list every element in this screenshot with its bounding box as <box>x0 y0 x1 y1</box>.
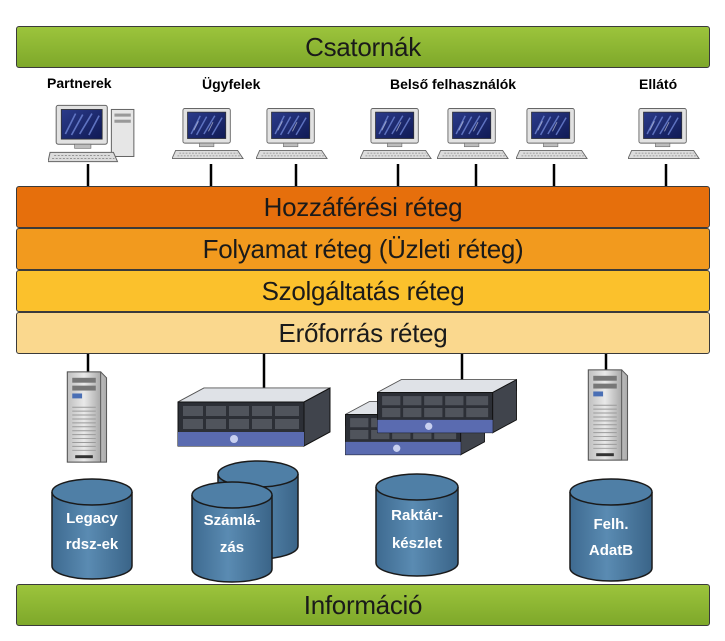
billing-database: Számlá- zás <box>190 479 274 585</box>
supplier-label: Ellátó <box>639 76 678 92</box>
channels-label: Csatornák <box>305 31 421 62</box>
database-icon <box>569 478 653 582</box>
information-label: Információ <box>303 589 423 620</box>
process-layer-label: Folyamat réteg (Üzleti réteg) <box>202 233 524 264</box>
partners-label: Partnerek <box>47 75 112 91</box>
inventory-label-1: Raktár- <box>391 507 443 524</box>
inventory-label-2: készlet <box>391 535 443 552</box>
billing-label-1: Számlá- <box>203 512 261 529</box>
internal-users-label: Belső felhasználók <box>390 76 517 92</box>
legacy-label-1: Legacy <box>66 510 118 527</box>
tower-server-icon <box>59 368 111 466</box>
rack-server-icon <box>174 384 334 454</box>
database-icon <box>51 478 133 580</box>
database-icon <box>375 473 459 577</box>
database-icon <box>191 481 273 583</box>
resource-layer-label: Erőforrás réteg <box>278 317 448 348</box>
channels-bar: Csatornák <box>16 26 710 68</box>
access-layer-label: Hozzáférési réteg <box>263 191 463 222</box>
customers-label: Ügyfelek <box>202 76 261 92</box>
legacy-database: Legacy rdsz-ek <box>50 476 134 582</box>
user-db-label-1: Felh. <box>593 516 629 533</box>
legacy-label-2: rdsz-ek <box>65 536 119 553</box>
process-layer-bar: Folyamat réteg (Üzleti réteg) <box>16 228 710 270</box>
billing-label-2: zás <box>219 539 245 556</box>
user-db-label-2: AdatB <box>588 542 634 559</box>
service-layer-label: Szolgáltatás réteg <box>261 275 465 306</box>
resource-layer-bar: Erőforrás réteg <box>16 312 710 354</box>
inventory-database: Raktár- készlet <box>374 471 460 579</box>
rack-server-icon <box>372 376 522 440</box>
access-layer-bar: Hozzáférési réteg <box>16 186 710 228</box>
tower-server-icon <box>580 366 632 464</box>
user-database: Felh. AdatB <box>568 476 654 584</box>
service-layer-bar: Szolgáltatás réteg <box>16 270 710 312</box>
information-bar: Információ <box>16 584 710 626</box>
